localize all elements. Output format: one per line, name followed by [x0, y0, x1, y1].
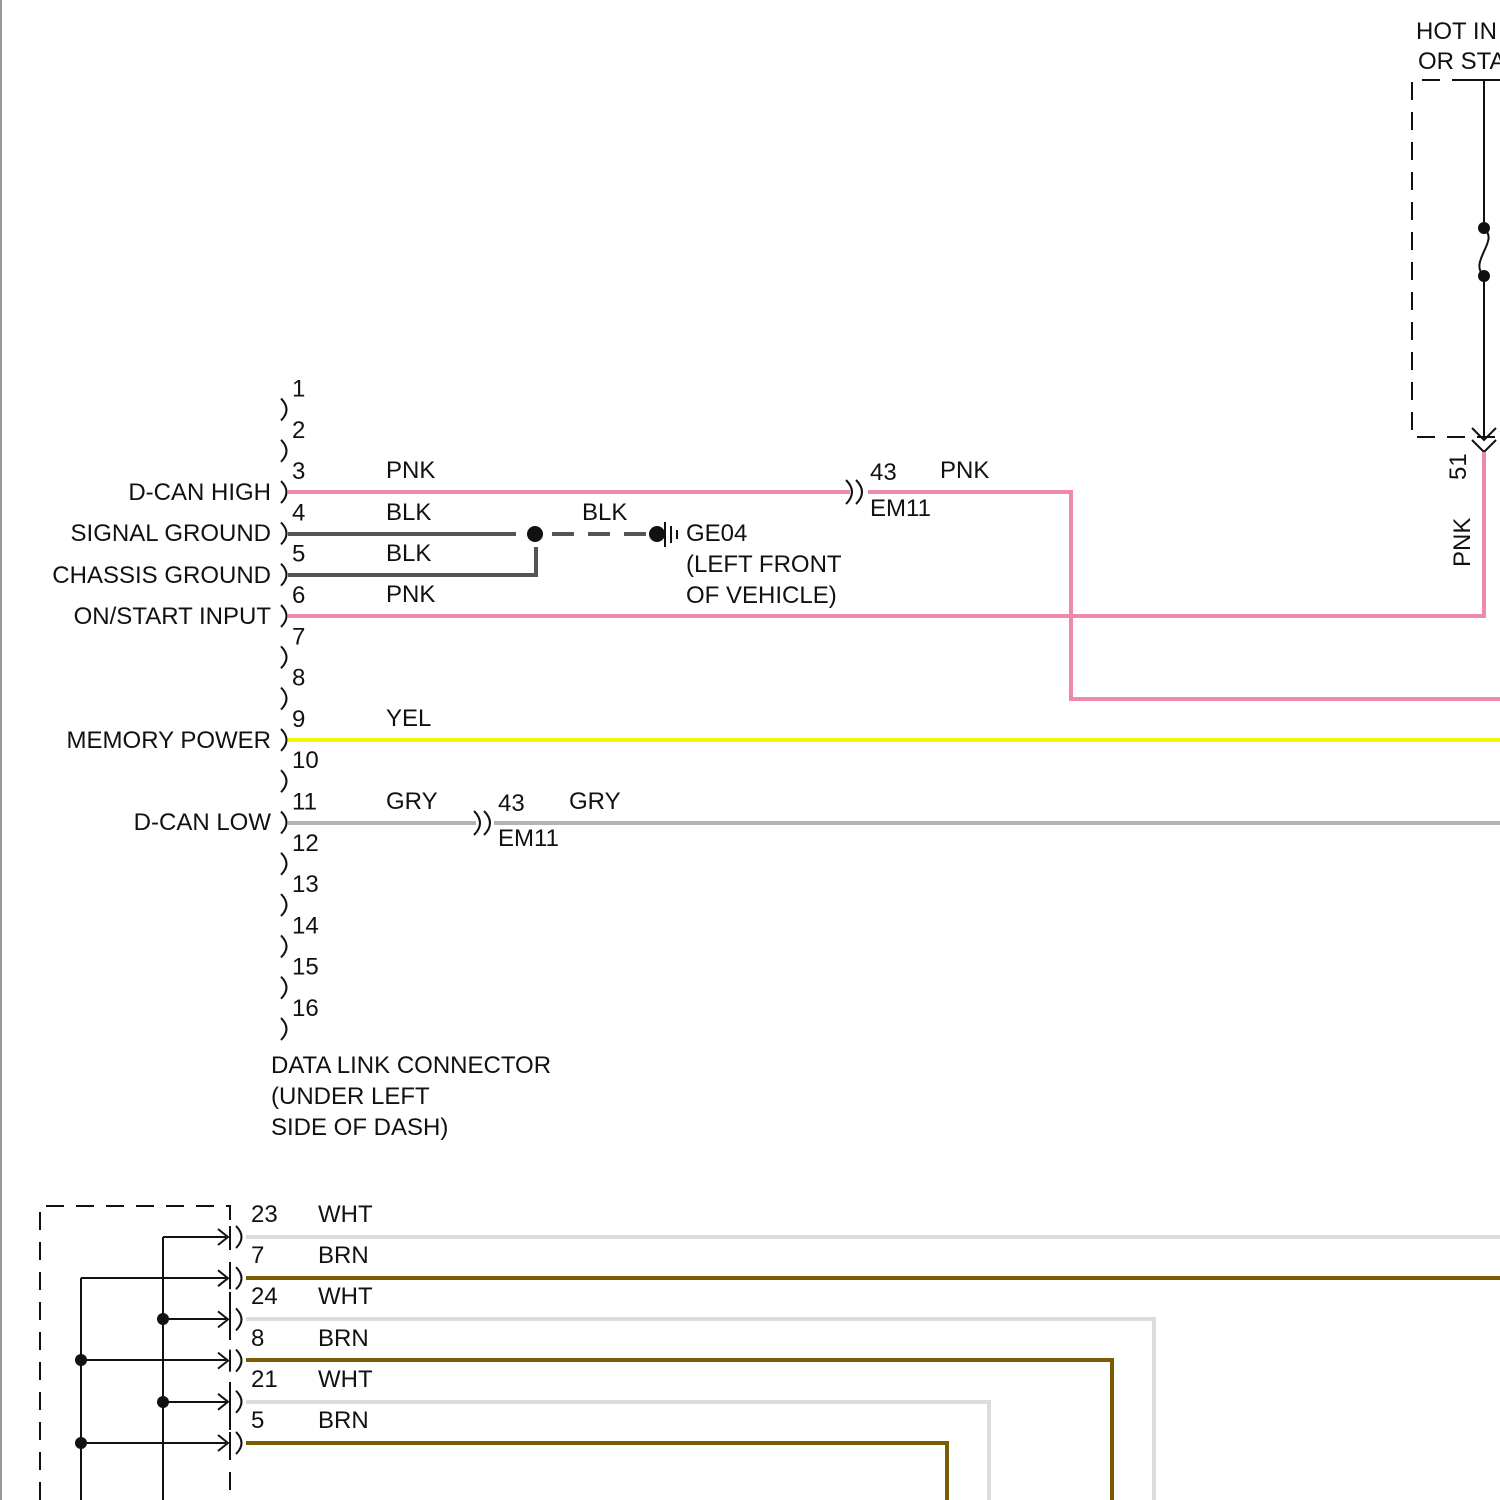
signal-label-memory-power: MEMORY POWER: [67, 727, 271, 754]
dlc-pin-number: 16: [292, 995, 319, 1022]
signal-label-signal-ground: SIGNAL GROUND: [71, 520, 271, 547]
bottom-pin-23-wire-color: WHT: [318, 1201, 373, 1228]
dlc-pin-number: 9: [292, 706, 305, 733]
wire-dcan-high-em11: [868, 492, 1500, 699]
dlc-caption-line3: SIDE OF DASH): [271, 1114, 448, 1141]
dlc-pin-number: 2: [292, 417, 305, 444]
dlc-pin-curl: [281, 481, 287, 503]
ground-terminal: [649, 526, 665, 542]
bottom-pin-curl: [236, 1391, 242, 1413]
em11-gry-wire-color: GRY: [569, 788, 621, 815]
dlc-pin-number: 8: [292, 665, 305, 692]
wire-color-signal-ground: BLK: [386, 499, 431, 526]
dlc-pin-number: 13: [292, 871, 319, 898]
dlc-pin-curl: [281, 440, 287, 462]
bottom-pin-curl: [236, 1267, 242, 1289]
dlc-pin-number: 6: [292, 582, 305, 609]
dlc-pin-curl: [281, 894, 287, 916]
dlc-pin-number: 3: [292, 458, 305, 485]
dlc-pin-curl: [281, 564, 287, 586]
dlc-pin-number: 12: [292, 830, 319, 857]
bottom-pin-21-number: 21: [251, 1366, 278, 1393]
dlc-pin-curl: [281, 812, 287, 834]
bottom-pin-curl: [236, 1432, 242, 1454]
dlc-pin-number: 15: [292, 954, 319, 981]
dlc-caption-line1: DATA LINK CONNECTOR: [271, 1052, 551, 1079]
wire-color-memory-power: YEL: [386, 705, 431, 732]
dlc-pin-curl: [281, 977, 287, 999]
bottom-pin-8-wire-color: BRN: [318, 1325, 369, 1352]
dlc-pin-curl: [281, 646, 287, 668]
dlc-pin-number: 10: [292, 747, 319, 774]
dlc-pin-curl: [281, 688, 287, 710]
dlc-pin-curl: [281, 522, 287, 544]
fuse-terminal-bottom: [1478, 270, 1490, 282]
bottom-pin-7-number: 7: [251, 1242, 264, 1269]
bottom-pin-5-wire-color: BRN: [318, 1407, 369, 1434]
bottom-pin-curl: [236, 1308, 242, 1330]
signal-label-dcan-high: D-CAN HIGH: [128, 479, 271, 506]
wire-color-dcan-low: GRY: [386, 788, 438, 815]
dlc-pin-curl: [281, 1018, 287, 1040]
bottom-pin-curl: [236, 1226, 242, 1248]
dlc-pin-number: 14: [292, 912, 319, 939]
signal-label-dcan-low: D-CAN LOW: [134, 809, 272, 836]
wire-bottom-pin-24: [246, 1319, 1154, 1500]
dlc-pin-curl: [281, 935, 287, 957]
wire-color-chassis-ground: BLK: [386, 540, 431, 567]
ground-location-line1: (LEFT FRONT: [686, 551, 842, 578]
dlc-pin-curl: [281, 853, 287, 875]
em11-gry-name: EM11: [498, 825, 559, 852]
fuse-terminal-top: [1478, 222, 1490, 234]
wire-color-on-start-input: PNK: [386, 581, 435, 608]
dlc-pin-number: 1: [292, 376, 305, 403]
bottom-pin-curl: [236, 1350, 242, 1372]
signal-label-on-start-input: ON/START INPUT: [74, 603, 272, 630]
wire-color-dcan-high: PNK: [386, 457, 435, 484]
dlc-caption-line2: (UNDER LEFT: [271, 1083, 430, 1110]
dlc-pin-curl: [281, 399, 287, 421]
em11-connector-icon-gry: [474, 811, 490, 835]
bottom-pin-24-number: 24: [251, 1283, 278, 1310]
ground-name: GE04: [686, 520, 747, 547]
ground-icon: [665, 522, 677, 547]
dlc-pin-curl: [281, 729, 287, 751]
bus-splices: [75, 1313, 169, 1449]
bottom-pin-5-number: 5: [251, 1407, 264, 1434]
dlc-pin-number: 4: [292, 499, 305, 526]
ground-splice: [527, 526, 543, 542]
dlc-pin-curl: [281, 605, 287, 627]
bottom-pin-24-wire-color: WHT: [318, 1283, 373, 1310]
fuse-block-label-line2: OR STA: [1418, 48, 1500, 75]
wire-bottom-pin-5: [246, 1443, 947, 1500]
dlc-pin-number: 11: [292, 789, 317, 816]
internal-bus: [81, 1237, 226, 1500]
wire-bottom-pin-8: [246, 1360, 1112, 1500]
bottom-connector-dashed-box: [40, 1206, 230, 1500]
fuse-block-label-line1: HOT IN: [1416, 18, 1497, 45]
dlc-pin-curl: [281, 770, 287, 792]
em11-gry-pin: 43: [498, 790, 525, 817]
ground-wire-color: BLK: [582, 499, 627, 526]
em11-pnk-pin: 43: [870, 459, 897, 486]
fuse-wire-color: PNK: [1449, 518, 1476, 567]
bottom-pin-8-number: 8: [251, 1325, 264, 1352]
fuse-pin-number: 51: [1445, 453, 1472, 480]
bottom-pin-7-wire-color: BRN: [318, 1242, 369, 1269]
signal-label-chassis-ground: CHASSIS GROUND: [52, 562, 271, 589]
dlc-pin-number: 5: [292, 541, 305, 568]
bottom-pin-21-wire-color: WHT: [318, 1366, 373, 1393]
bottom-pin-23-number: 23: [251, 1201, 278, 1228]
em11-pnk-name: EM11: [870, 495, 931, 522]
dlc-pin-number: 7: [292, 623, 305, 650]
em11-pnk-wire-color: PNK: [940, 457, 989, 484]
ground-location-line2: OF VEHICLE): [686, 582, 837, 609]
